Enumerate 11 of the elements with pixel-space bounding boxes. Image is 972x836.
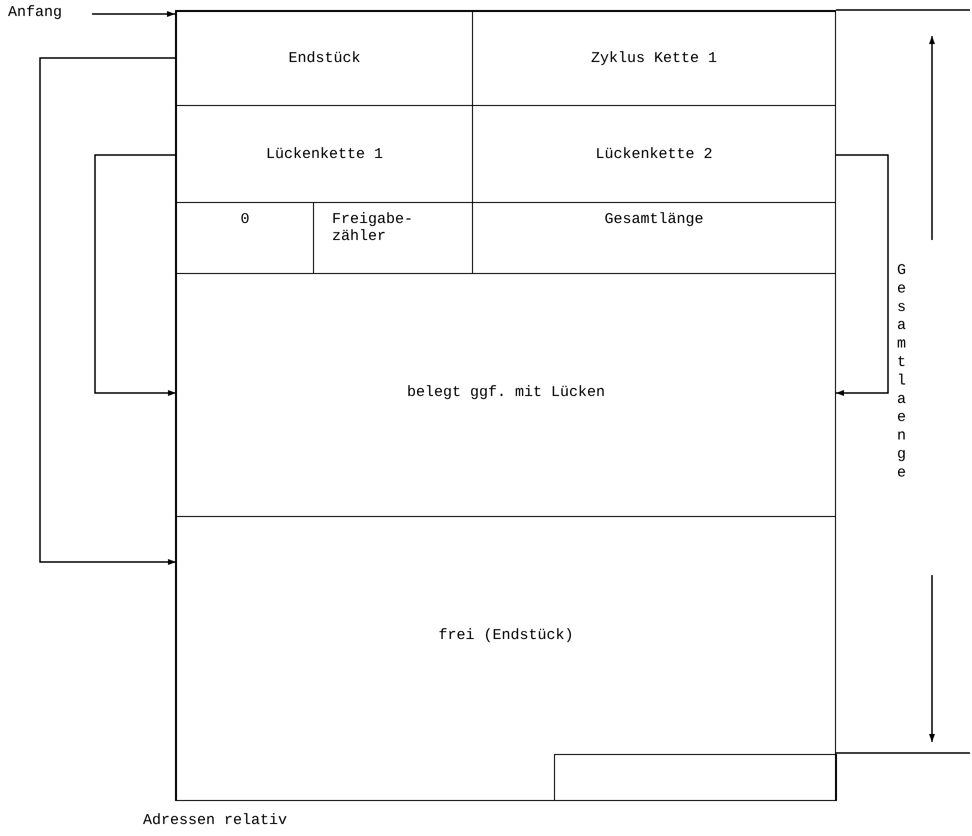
- dimension-label: Gesamtlaenge: [893, 262, 910, 483]
- axis-note: Adressen relativ: [143, 812, 288, 829]
- memory-block: [175, 10, 836, 801]
- memory-field: Endstück: [176, 11, 473, 106]
- arrow: [92, 11, 175, 17]
- memory-field: frei (Endstück): [176, 516, 836, 801]
- arrow: [94, 154, 176, 396]
- small-field: [554, 754, 837, 801]
- start-label: Anfang: [8, 4, 88, 24]
- arrow: [39, 57, 176, 565]
- arrow: [836, 154, 889, 396]
